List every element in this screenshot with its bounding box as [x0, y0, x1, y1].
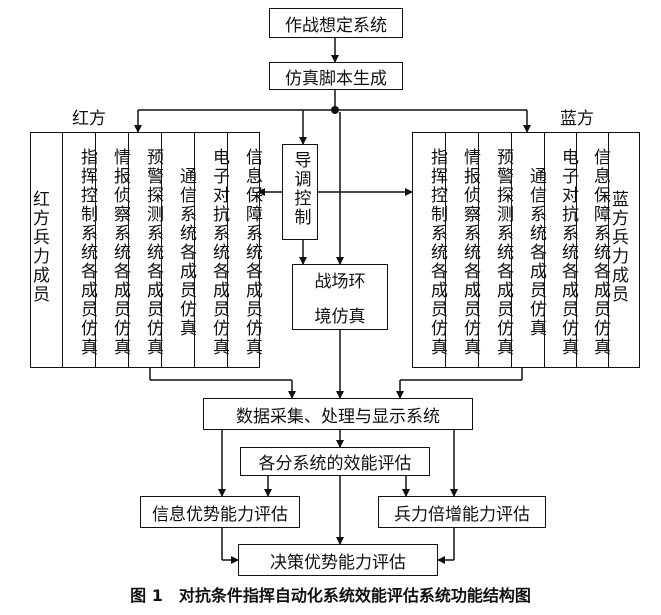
data-system-label: 数据采集、处理与显示系统	[236, 406, 440, 427]
decision-advantage-eval-label: 决策优势能力评估	[270, 552, 406, 573]
red-communication-column: 通信系统各成员仿真	[161, 132, 196, 368]
subsystem-eval-label: 各分系统的效能评估	[258, 454, 412, 474]
blue-intel-recon-column: 情报侦察系统各成员仿真	[445, 132, 480, 368]
red-electronic-warfare-column: 电子对抗系统各成员仿真	[194, 132, 229, 368]
decision-advantage-eval-box: 决策优势能力评估	[238, 544, 438, 576]
battlefield-env-line2: 境仿真	[314, 307, 366, 327]
red-command-control-column: 指挥控制系统各成员仿真	[62, 132, 97, 368]
junction-dot	[331, 106, 339, 114]
info-advantage-eval-label: 信息优势能力评估	[152, 504, 288, 525]
battlefield-env-box: 战场环 境仿真	[292, 264, 388, 330]
data-system-box: 数据采集、处理与显示系统	[203, 398, 473, 430]
blue-communication-column: 通信系统各成员仿真	[511, 132, 546, 368]
guide-control-box: 导调控制	[282, 144, 318, 240]
blue-electronic-warfare-column: 电子对抗系统各成员仿真	[544, 132, 578, 368]
battlefield-env-line1: 战场环	[314, 272, 366, 292]
force-multiplier-eval-box: 兵力倍增能力评估	[378, 496, 546, 528]
red-member-block	[30, 132, 260, 368]
red-intel-recon-column: 情报侦察系统各成员仿真	[95, 132, 130, 368]
blue-early-warning-column: 预警探测系统各成员仿真	[478, 132, 513, 368]
red-force-member-column: 红方兵力成员	[29, 190, 49, 304]
script-label: 仿真脚本生成	[285, 68, 387, 89]
red-side-label: 红方	[72, 109, 106, 129]
blue-command-control-column: 指挥控制系统各成员仿真	[427, 147, 447, 357]
red-info-support-column: 信息保障系统各成员仿真	[227, 132, 262, 368]
blue-force-member-column: 蓝方兵力成员	[608, 132, 640, 368]
top-system-box: 作战想定系统	[269, 8, 403, 38]
info-advantage-eval-box: 信息优势能力评估	[140, 496, 300, 528]
script-box: 仿真脚本生成	[269, 62, 403, 90]
blue-info-support-column: 信息保障系统各成员仿真	[576, 132, 610, 368]
red-early-warning-column: 预警探测系统各成员仿真	[128, 132, 163, 368]
blue-side-label: 蓝方	[560, 109, 594, 129]
force-multiplier-eval-label: 兵力倍增能力评估	[394, 504, 530, 525]
subsystem-eval-box: 各分系统的效能评估	[240, 447, 430, 476]
guide-control-label: 导调控制	[290, 151, 311, 227]
figure-caption: 图 1 对抗条件指挥自动化系统效能评估系统功能结构图	[130, 586, 531, 605]
blue-member-block	[412, 132, 640, 368]
top-system-label: 作战想定系统	[285, 15, 387, 36]
